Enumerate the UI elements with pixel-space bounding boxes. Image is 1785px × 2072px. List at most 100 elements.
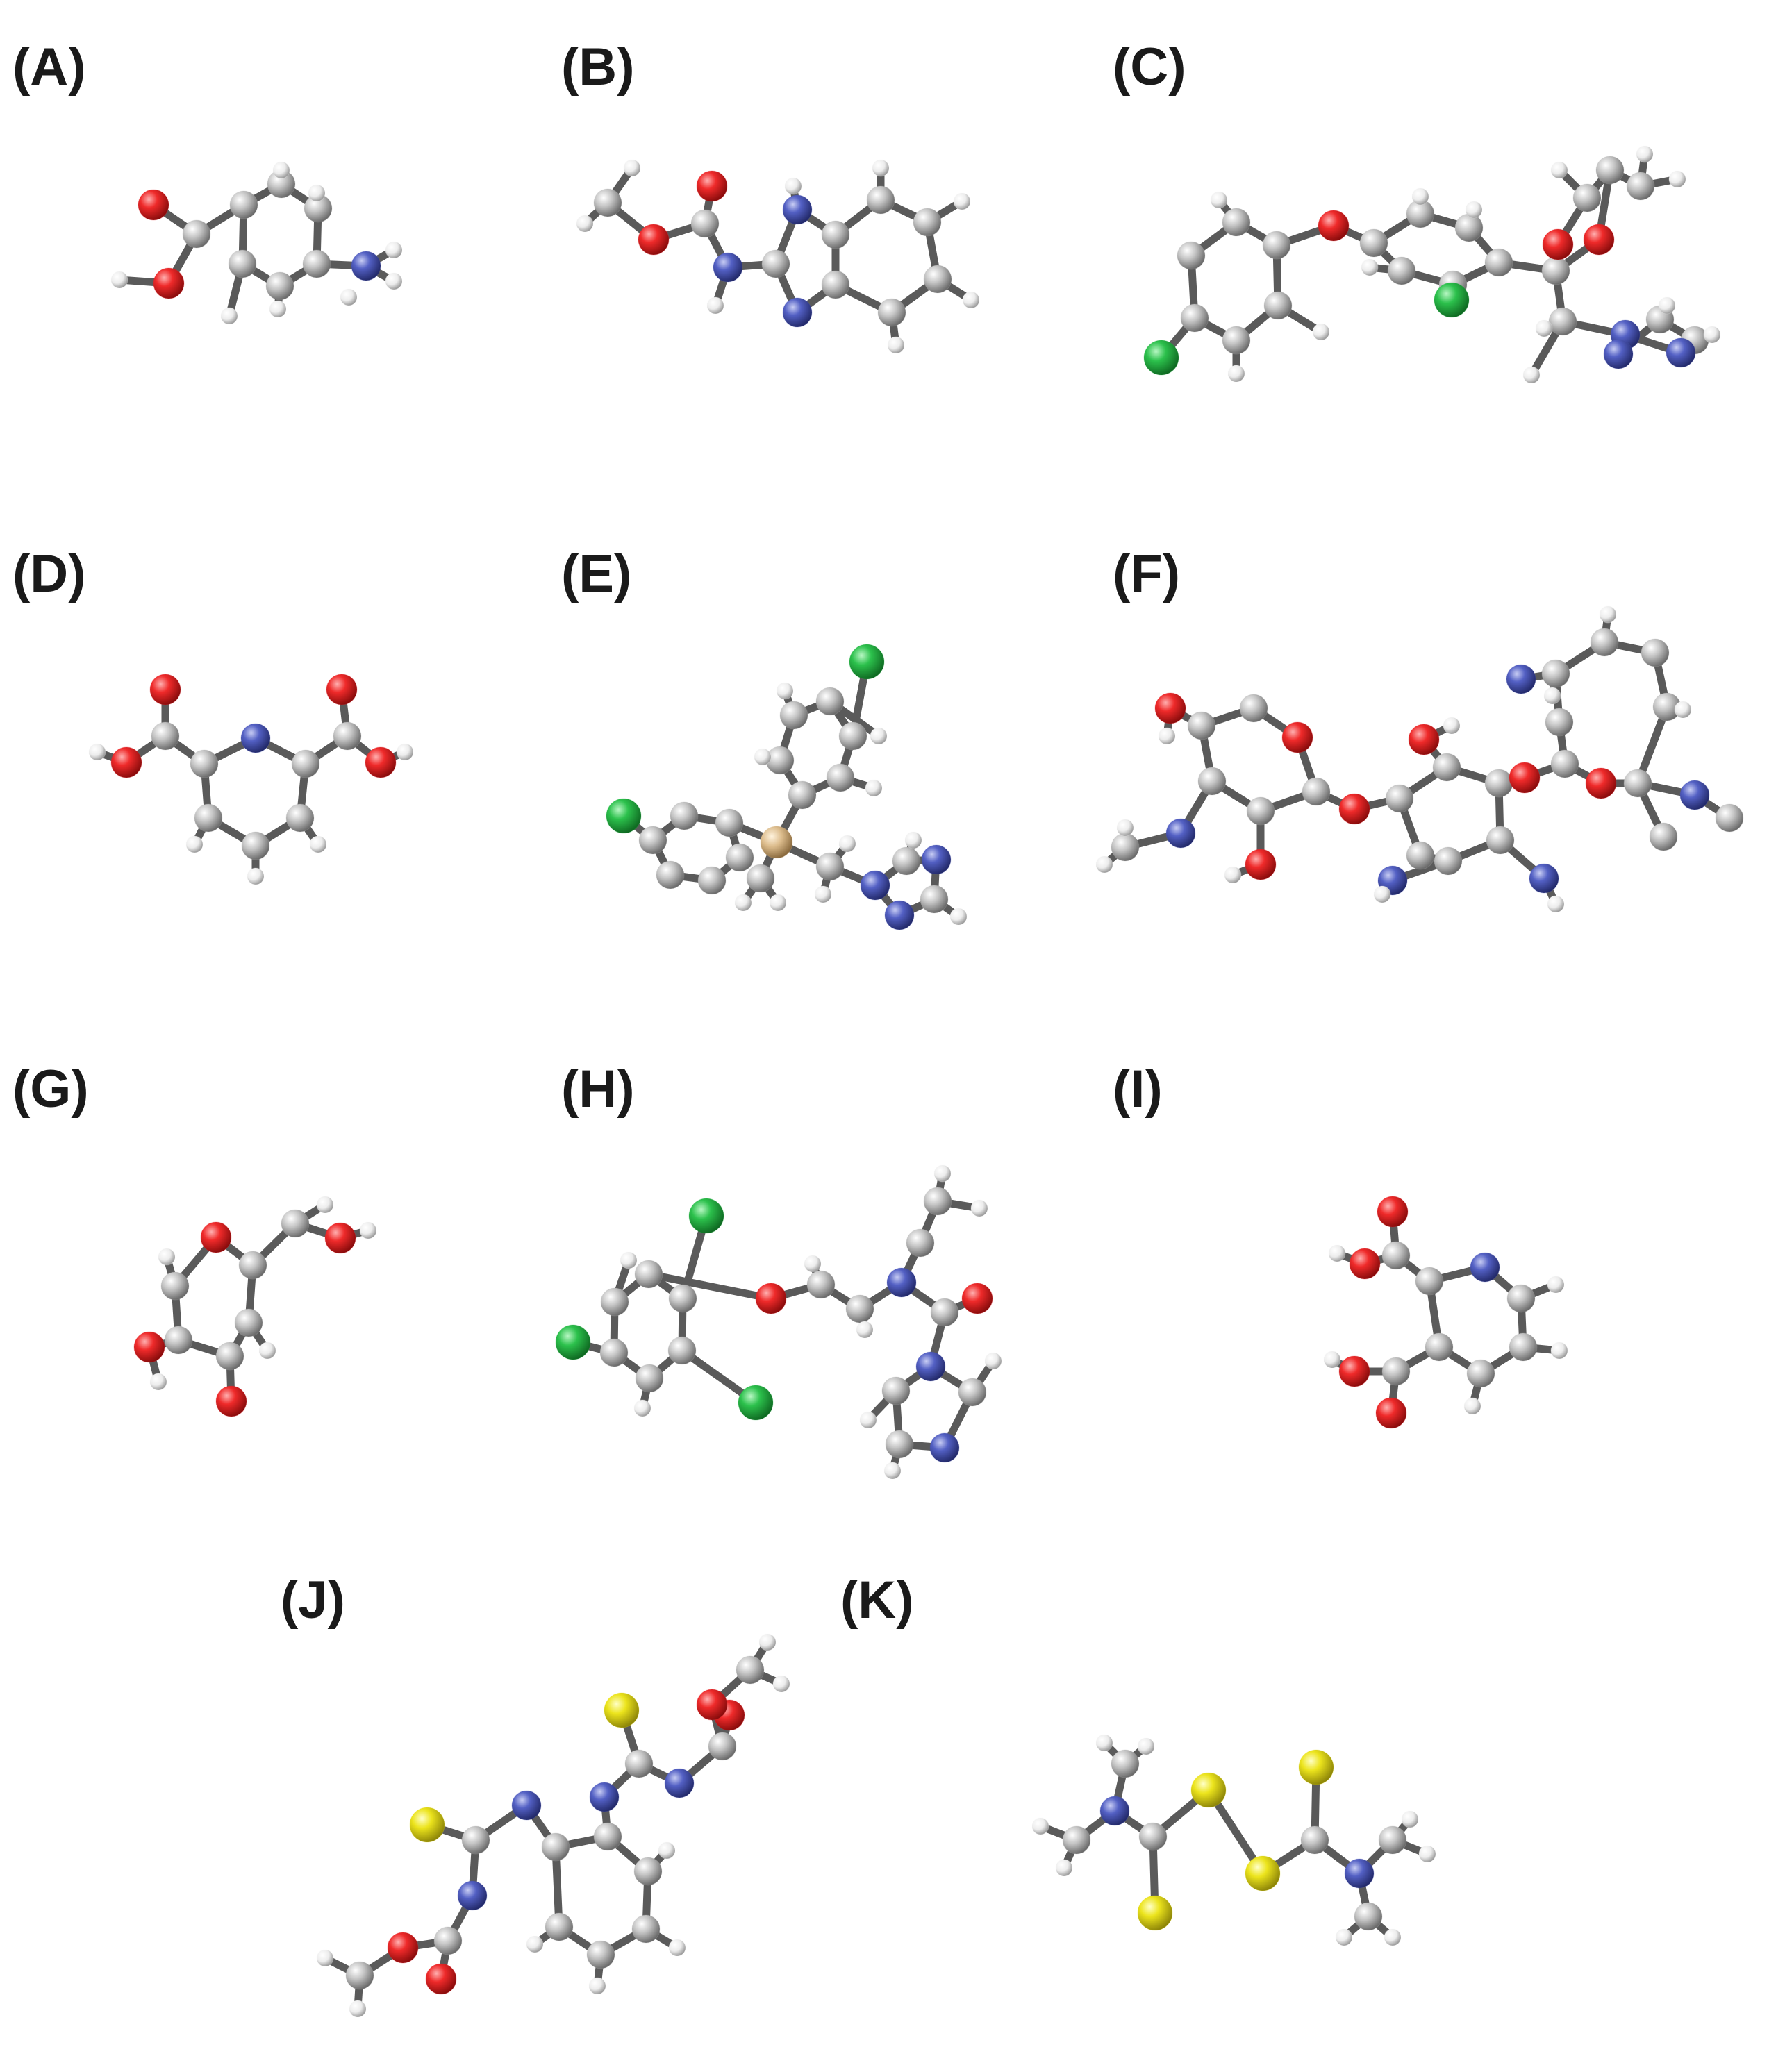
molecule-kojic-acid <box>133 1196 377 1417</box>
carbon-atom <box>656 860 685 889</box>
nitrogen-atom <box>1165 818 1196 849</box>
hydrogen-atom <box>933 1164 952 1183</box>
carbon-atom <box>345 1961 374 1990</box>
carbon-atom <box>697 866 727 895</box>
carbon-atom <box>746 864 775 893</box>
oxygen-atom <box>1408 724 1440 755</box>
carbon-atom <box>1484 248 1513 277</box>
nitrogen-atom <box>351 251 381 281</box>
nitrogen-atom <box>782 194 813 225</box>
carbon-atom <box>1111 833 1140 862</box>
carbon-atom <box>708 1732 737 1761</box>
hydrogen-atom <box>308 184 326 202</box>
sulfur-atom <box>409 1807 445 1843</box>
carbon-atom <box>715 808 744 837</box>
hydrogen-atom <box>772 1675 790 1693</box>
chlorine-atom <box>688 1198 724 1234</box>
panel-label: (E) <box>561 544 631 603</box>
carbon-atom <box>788 780 817 810</box>
carbon-atom <box>593 1822 622 1851</box>
hydrogen-atom <box>359 1221 377 1239</box>
carbon-atom <box>182 219 211 249</box>
hydrogen-atom <box>385 241 403 259</box>
carbon-atom <box>1263 291 1293 320</box>
hydrogen-atom <box>149 1373 167 1391</box>
panel-label: (H) <box>561 1060 635 1119</box>
carbon-atom <box>635 1364 664 1393</box>
hydrogen-atom <box>865 779 883 797</box>
oxygen-atom <box>1585 767 1617 799</box>
oxygen-atom <box>638 224 670 256</box>
hydrogen-atom <box>872 159 890 177</box>
carbon-atom <box>194 803 223 833</box>
hydrogen-atom <box>576 215 594 233</box>
hydrogen-atom <box>1158 727 1176 745</box>
hydrogen-atom <box>1550 161 1568 179</box>
carbon-atom <box>1590 628 1619 657</box>
carbon-atom <box>545 1912 574 1941</box>
hydrogen-atom <box>1210 191 1228 209</box>
panel-g: (G) <box>13 1060 377 1417</box>
oxygen-atom <box>1583 224 1615 256</box>
panel-label: (G) <box>13 1060 89 1119</box>
hydrogen-atom <box>1674 701 1692 719</box>
carbon-atom <box>1466 1359 1495 1388</box>
hydrogen-atom <box>1312 323 1330 341</box>
hydrogen-atom <box>158 1248 176 1266</box>
carbon-atom <box>821 220 850 249</box>
carbon-atom <box>815 687 845 716</box>
carbon-atom <box>668 1284 697 1313</box>
carbon-atom <box>913 208 942 237</box>
chlorine-atom <box>555 1324 591 1360</box>
carbon-atom <box>600 1287 629 1317</box>
hydrogen-atom <box>1227 365 1245 383</box>
hydrogen-atom <box>1465 201 1483 219</box>
hydrogen-atom <box>1658 296 1676 315</box>
oxygen-atom <box>138 189 169 221</box>
carbon-atom <box>190 749 219 778</box>
hydrogen-atom <box>784 177 802 195</box>
carbon-atom <box>670 801 699 830</box>
chlorine-atom <box>1434 282 1470 318</box>
carbon-atom <box>1425 1332 1454 1362</box>
hydrogen-atom <box>658 1841 676 1860</box>
panel-h: (H) <box>555 1060 1002 1480</box>
carbon-atom <box>1246 796 1275 826</box>
carbon-atom <box>633 1857 663 1886</box>
oxygen-atom <box>1338 793 1370 825</box>
panel-j: (J) <box>281 1571 790 2018</box>
carbon-atom <box>634 1260 663 1289</box>
oxygen-atom <box>1245 849 1277 880</box>
nitrogen-atom <box>1344 1858 1375 1889</box>
carbon-atom <box>845 1294 874 1323</box>
hydrogen-atom <box>633 1399 651 1417</box>
nitrogen-atom <box>1506 664 1536 694</box>
carbon-atom <box>593 188 622 217</box>
hydrogen-atom <box>1361 258 1379 276</box>
hydrogen-atom <box>269 300 287 318</box>
oxygen-atom <box>215 1385 247 1417</box>
hydrogen-atom <box>1328 1244 1346 1262</box>
carbon-atom <box>736 1655 765 1685</box>
carbon-atom <box>1486 826 1515 855</box>
molecule-carbendazim <box>576 159 980 354</box>
hydrogen-atom <box>856 1321 874 1339</box>
oxygen-atom <box>200 1221 232 1253</box>
bond <box>645 1270 775 1303</box>
panel-e: (E) <box>561 544 968 930</box>
carbon-atom <box>151 721 180 751</box>
silicon-atom <box>760 826 793 859</box>
molecule-aminoglycoside <box>1095 605 1744 913</box>
nitrogen-atom <box>713 252 743 283</box>
oxygen-atom <box>1349 1248 1381 1280</box>
carbon-atom <box>1300 1825 1329 1855</box>
carbon-atom <box>815 852 845 881</box>
hydrogen-atom <box>1535 319 1553 337</box>
hydrogen-atom <box>953 192 971 210</box>
hydrogen-atom <box>870 727 888 745</box>
molecule-difenoconazole <box>1143 145 1721 384</box>
carbon-atom <box>281 1209 310 1238</box>
carbon-atom <box>761 249 790 278</box>
carbon-atom <box>1239 694 1268 723</box>
